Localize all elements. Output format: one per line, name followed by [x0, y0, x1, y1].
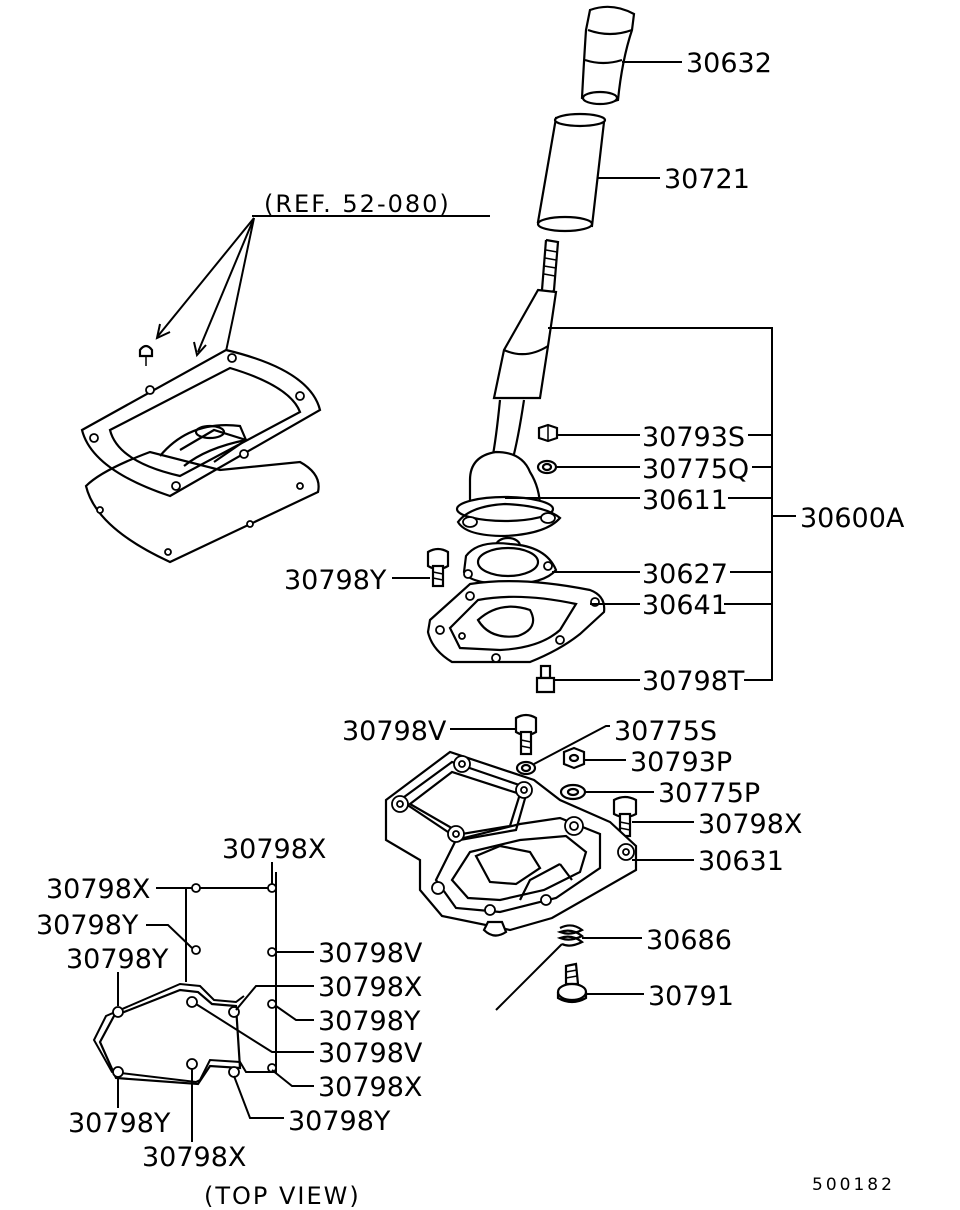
pin-30791-part: [556, 962, 588, 1004]
tv-leader-y-bottom-right: [233, 1075, 284, 1119]
label-30721: 30721: [664, 164, 750, 195]
gasket-30627-part: [462, 536, 558, 586]
label-30627: 30627: [642, 559, 728, 590]
shift-knob-part: [580, 5, 636, 106]
nut-30793S-part: [537, 423, 559, 443]
label-30611: 30611: [642, 485, 728, 516]
cover-plate-30641-part: [426, 580, 606, 664]
label-30793P: 30793P: [630, 747, 732, 778]
tv-label-y-right1: 30798Y: [318, 1006, 421, 1037]
bolt-30798Y-part: [426, 547, 450, 588]
nut-30793P-part: [562, 746, 586, 770]
bolt-30798X-part: [612, 795, 638, 838]
washer-30775S-part: [515, 760, 537, 776]
label-30798Y: 30798Y: [284, 565, 387, 596]
tv-leader-y-right1: [275, 1005, 314, 1021]
label-30793S: 30793S: [642, 422, 745, 453]
top-view-caption: (TOP VIEW): [204, 1182, 361, 1210]
label-30798T: 30798T: [642, 666, 745, 697]
housing-30631-part: [384, 750, 638, 937]
label-30641: 30641: [642, 590, 728, 621]
tv-label-x-top: 30798X: [222, 834, 326, 865]
tv-label-x-bottom: 30798X: [142, 1142, 246, 1173]
tv-leader-y-left1: [146, 924, 193, 949]
tv-leader-v-right2: [195, 1003, 314, 1053]
bolt-30798V-part: [514, 713, 538, 756]
washer-30775P-part: [559, 783, 587, 801]
label-30798X: 30798X: [698, 809, 802, 840]
tv-label-v-right2: 30798V: [318, 1038, 423, 1069]
label-30775S: 30775S: [614, 716, 717, 747]
label-30631: 30631: [698, 846, 784, 877]
shift-sleeve-part: [536, 112, 607, 233]
label-30600A: 30600A: [800, 503, 905, 534]
spring-30686-part: [495, 924, 585, 1011]
leader-30775S: [533, 725, 610, 765]
tv-label-y-bottom-left: 30798Y: [68, 1108, 171, 1139]
label-30686: 30686: [646, 925, 732, 956]
diagram-code: 500182: [812, 1175, 895, 1195]
shift-lever-part: [490, 238, 560, 463]
tv-label-x-right1: 30798X: [318, 972, 422, 1003]
label-30798V: 30798V: [342, 716, 447, 747]
tv-label-x-left: 30798X: [46, 874, 150, 905]
label-30632: 30632: [686, 48, 772, 79]
tv-label-y-left2: 30798Y: [66, 944, 169, 975]
tv-label-y-bottom-right: 30798Y: [288, 1106, 391, 1137]
tv-label-x-right2: 30798X: [318, 1072, 422, 1103]
console-plate-reference: [80, 344, 322, 564]
tv-label-y-left1: 30798Y: [36, 910, 139, 941]
tv-leader-x-right2: [271, 1069, 314, 1087]
assembly-bracket-30600A: [548, 327, 796, 681]
label-30775Q: 30775Q: [642, 454, 749, 485]
screw-30798T-part: [535, 664, 556, 694]
label-30775P: 30775P: [658, 778, 760, 809]
reference-label: (REF. 52-080): [264, 190, 451, 218]
tv-leader-x-right1: [235, 985, 314, 1011]
tv-label-v-right1: 30798V: [318, 938, 423, 969]
label-30791: 30791: [648, 981, 734, 1012]
washer-30775Q-part: [536, 459, 558, 475]
